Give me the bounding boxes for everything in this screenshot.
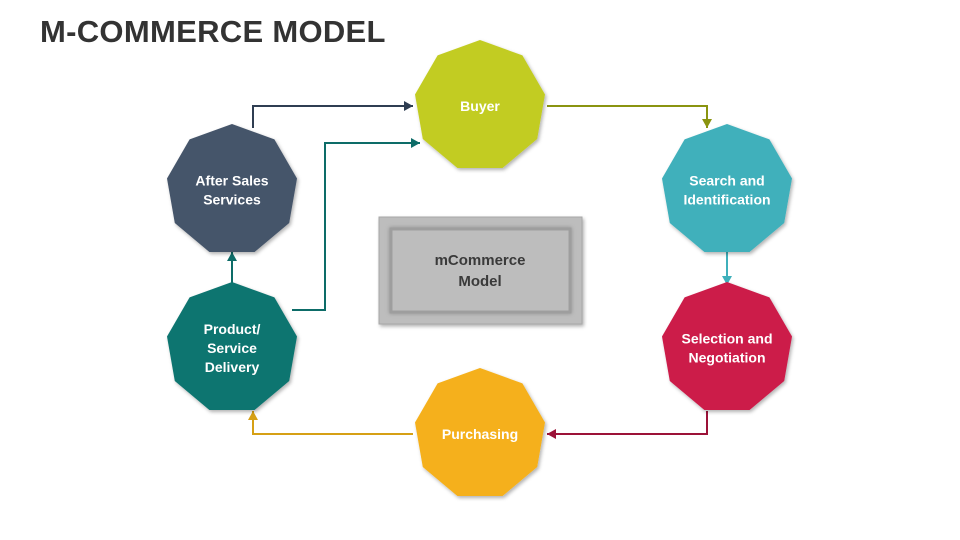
arrowhead-selection-to-purchasing bbox=[547, 429, 556, 439]
slide-title: M-COMMERCE MODEL bbox=[40, 14, 386, 49]
connector-purchasing-to-delivery bbox=[252, 411, 413, 435]
node-buyer: Buyer bbox=[415, 40, 545, 168]
node-buyer-label-line-1: Buyer bbox=[460, 98, 500, 114]
node-search-label-line-1: Search and bbox=[689, 173, 764, 189]
node-buyer-shape bbox=[415, 40, 545, 168]
node-delivery-label-line-3: Delivery bbox=[205, 359, 260, 375]
center-label-line-2: Model bbox=[458, 273, 501, 290]
node-selection-label-line-1: Selection and bbox=[681, 331, 772, 347]
center-box-inner bbox=[389, 227, 572, 314]
center-label-line-1: mCommerce bbox=[435, 252, 526, 269]
node-purchasing-label-line-1: Purchasing bbox=[442, 426, 518, 442]
arrowhead-after-sales-to-buyer bbox=[404, 101, 413, 111]
connector-layer bbox=[227, 101, 732, 439]
arrowhead-delivery-to-after-sales bbox=[227, 252, 237, 261]
node-after-sales-label-line-1: After Sales bbox=[195, 173, 268, 189]
connector-delivery-to-buyer bbox=[292, 142, 420, 311]
node-purchasing-shape bbox=[415, 368, 545, 496]
connector-after-sales-to-buyer bbox=[252, 105, 413, 128]
node-after-sales-shape bbox=[167, 124, 297, 252]
node-selection-shape bbox=[662, 282, 792, 410]
node-purchasing: Purchasing bbox=[415, 368, 545, 496]
connector-selection-to-purchasing bbox=[547, 411, 708, 435]
node-after-sales-label-line-2: Services bbox=[203, 192, 261, 208]
node-delivery-label-line-1: Product/ bbox=[204, 321, 261, 337]
arrowhead-buyer-to-search bbox=[702, 119, 712, 128]
center-box: mCommerce Model bbox=[378, 216, 583, 325]
connector-buyer-to-search bbox=[547, 105, 708, 128]
node-selection-label-line-2: Negotiation bbox=[689, 350, 766, 366]
node-search-shape bbox=[662, 124, 792, 252]
arrowhead-search-to-selection bbox=[722, 276, 732, 285]
arrowhead-purchasing-to-delivery bbox=[248, 411, 258, 420]
node-delivery-shape bbox=[167, 282, 297, 410]
arrowhead-delivery-to-buyer bbox=[411, 138, 420, 148]
node-search-label-line-2: Identification bbox=[683, 192, 770, 208]
node-delivery-label-line-2: Service bbox=[207, 340, 257, 356]
